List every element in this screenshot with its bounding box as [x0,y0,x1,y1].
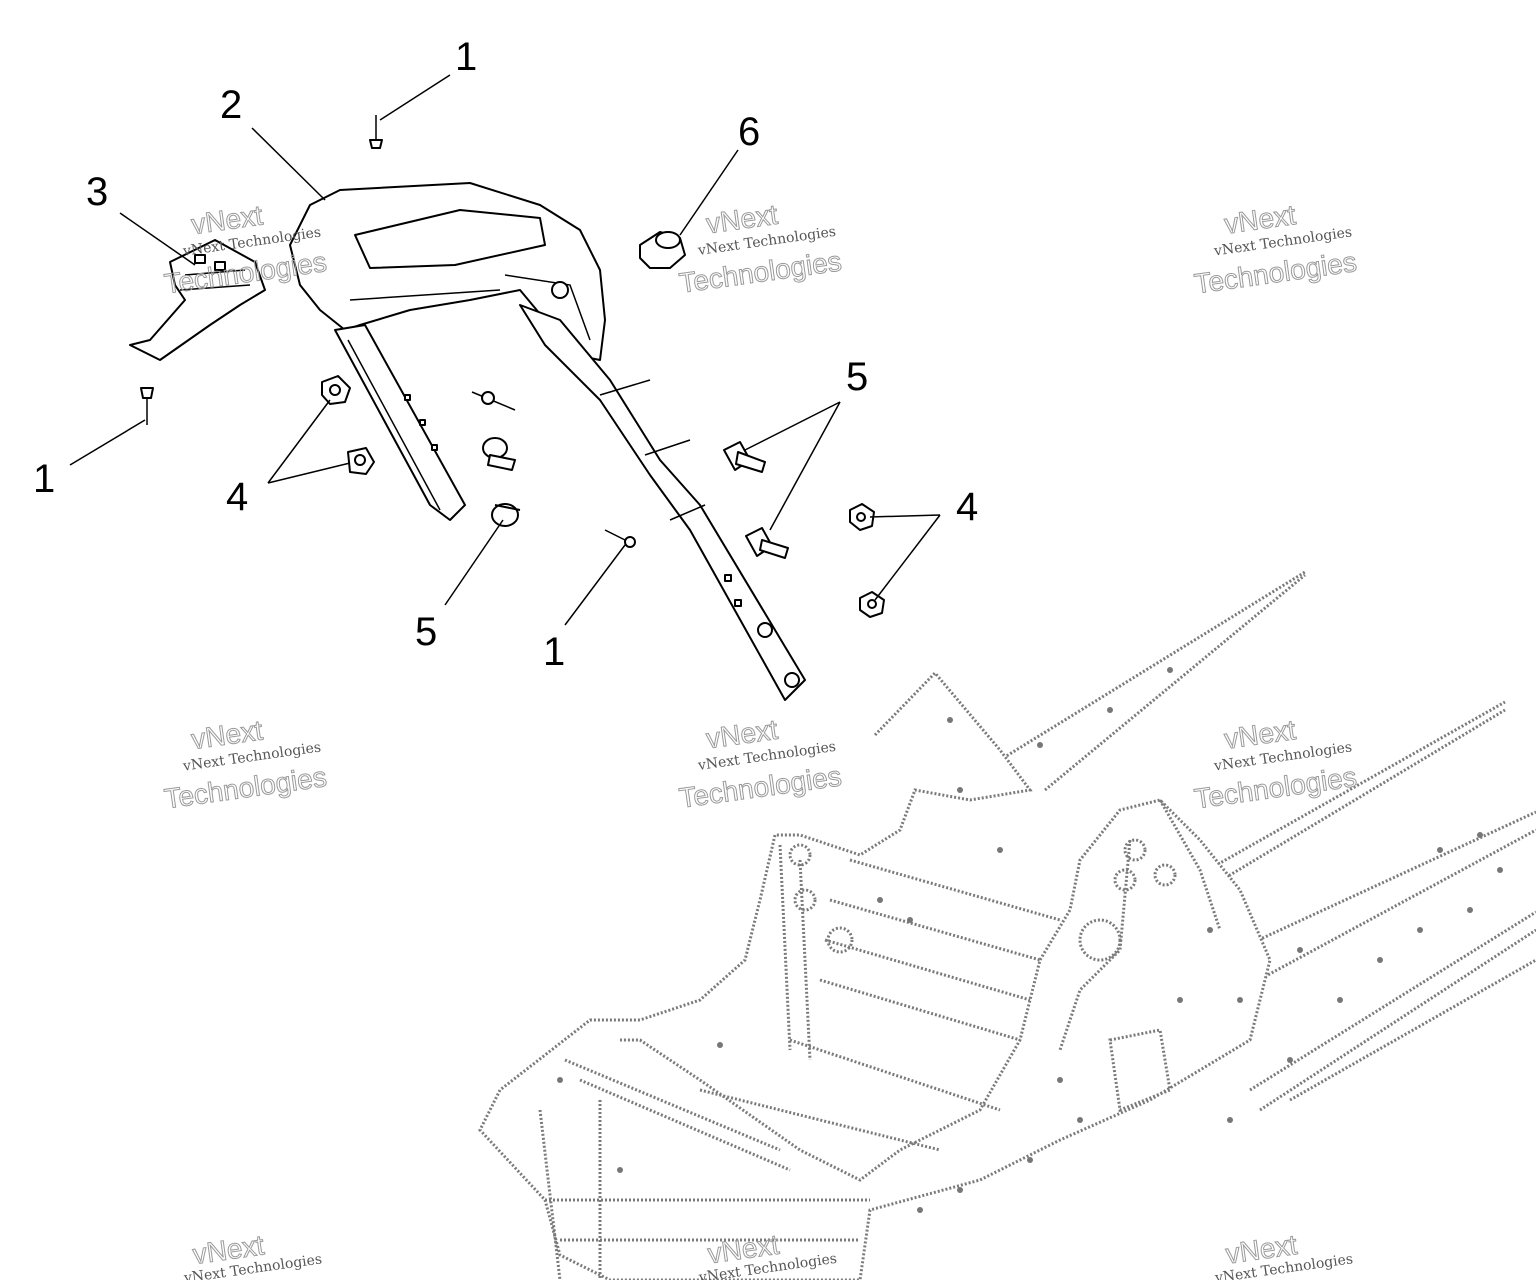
rivet-center [604,529,636,548]
rivet-mid [471,391,516,411]
leader-lines [69,74,941,626]
rivet-top [369,115,383,149]
callout-1-left: 1 [33,457,55,501]
bolt-center-lower [491,503,521,527]
callout-6: 6 [738,110,760,154]
watermark-5: vNext vNext Technologies Technologies [677,713,844,814]
chassis-frame [478,570,1536,1280]
grommet [639,231,686,269]
nut-lower-left [347,447,375,475]
callout-2: 2 [220,83,242,127]
nut-upper-left [321,375,351,405]
rivet-left [140,387,154,425]
watermark-4: vNext vNext Technologies Technologies [162,714,329,815]
watermark-7: vNext vNext Technologies [182,1229,323,1280]
mounting-bracket [129,239,266,361]
callout-4-right: 4 [956,485,978,529]
steering-support-frame [289,182,806,701]
frame-texture [557,667,1503,1213]
watermark-2: vNext vNext Technologies Technologies [677,198,844,299]
callout-1-top: 1 [455,35,477,79]
callout-4-left: 4 [226,475,248,519]
bolt-center-upper [482,437,516,471]
watermark-3: vNext vNext Technologies Technologies [1192,199,1359,300]
callout-3: 3 [86,170,108,214]
nut-upper-right [849,503,875,531]
callout-5-lower: 5 [415,610,437,654]
bolt-right-lower [745,527,789,559]
bolt-right-upper [723,441,766,473]
callout-5-right: 5 [846,355,868,399]
nut-lower-right [859,591,885,618]
callout-1-center: 1 [543,630,565,674]
watermark-9: vNext vNext Technologies [1213,1228,1354,1280]
